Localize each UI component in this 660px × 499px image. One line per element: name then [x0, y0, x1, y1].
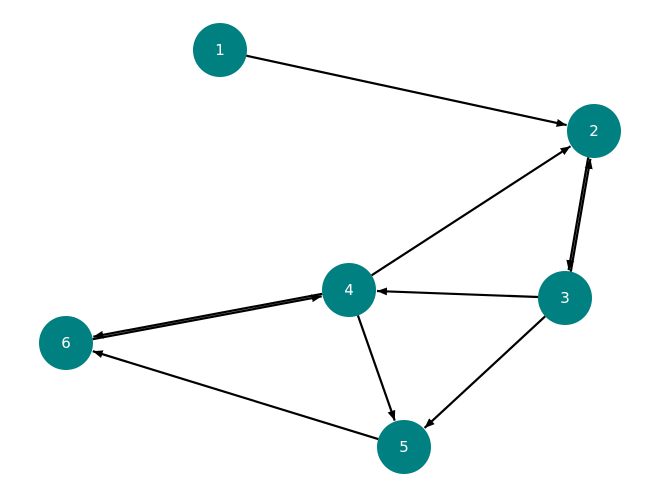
edge-3-to-4: [376, 287, 539, 299]
nodes-layer: 1 2 3 4 5 6: [39, 23, 621, 474]
node-label-4: 4: [344, 281, 354, 299]
node-label-6: 6: [61, 334, 71, 352]
edge-5-to-6: [92, 350, 379, 441]
node-label-2: 2: [589, 122, 599, 140]
node-circle-4: [322, 263, 376, 317]
node-3: 3: [538, 271, 592, 325]
edge-3-to-2: [569, 158, 593, 272]
edge-1-to-2: [246, 54, 567, 127]
node-2: 2: [567, 104, 621, 158]
node-4: 4: [322, 263, 376, 317]
node-circle-1: [193, 23, 247, 77]
node-1: 1: [193, 23, 247, 77]
edge-6-to-4: [92, 294, 322, 341]
node-circle-2: [567, 104, 621, 158]
node-circle-3: [538, 271, 592, 325]
node-label-1: 1: [215, 41, 225, 59]
node-label-5: 5: [399, 438, 409, 456]
node-circle-6: [39, 316, 93, 370]
node-label-3: 3: [560, 289, 570, 307]
edge-4-to-6: [93, 292, 323, 339]
node-5: 5: [377, 420, 431, 474]
node-6: 6: [39, 316, 93, 370]
edge-4-to-5: [356, 315, 396, 421]
edge-3-to-5: [423, 315, 546, 429]
edge-4-to-2: [371, 145, 572, 277]
node-circle-5: [377, 420, 431, 474]
edges-layer: [92, 54, 593, 441]
edge-2-to-3: [566, 157, 590, 271]
